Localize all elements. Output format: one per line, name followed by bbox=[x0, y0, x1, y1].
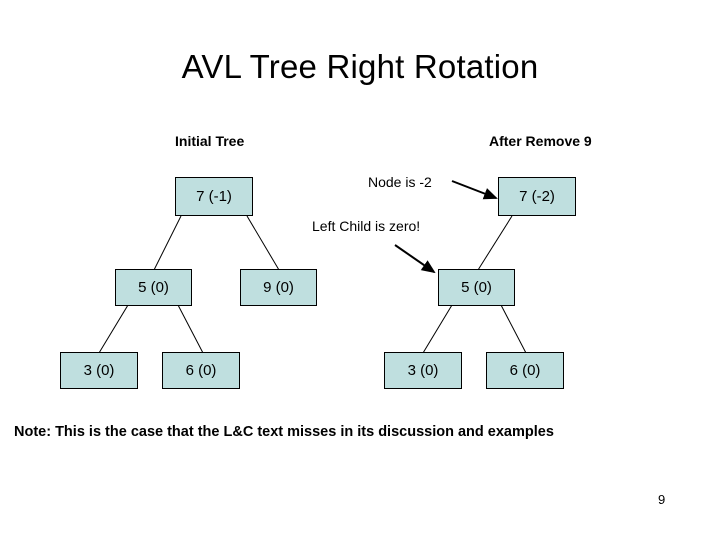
node-left-6[interactable]: 6 (0) bbox=[162, 352, 240, 389]
page-number: 9 bbox=[658, 492, 666, 507]
page-title: AVL Tree Right Rotation bbox=[181, 48, 539, 85]
column-header-after-remove: After Remove 9 bbox=[489, 133, 592, 149]
node-left-3[interactable]: 3 (0) bbox=[60, 352, 138, 389]
node-left-5[interactable]: 5 (0) bbox=[115, 269, 192, 306]
arrow-node-is-minus-2 bbox=[451, 180, 498, 200]
node-right-6[interactable]: 6 (0) bbox=[486, 352, 564, 389]
edge-right-7-to-5 bbox=[477, 215, 513, 271]
node-left-root-7[interactable]: 7 (-1) bbox=[175, 177, 253, 216]
edge-right-5-to-3 bbox=[422, 304, 453, 354]
node-right-root-7[interactable]: 7 (-2) bbox=[498, 177, 576, 216]
edge-left-7-to-5 bbox=[153, 215, 182, 271]
node-right-3[interactable]: 3 (0) bbox=[384, 352, 462, 389]
edge-left-7-to-9 bbox=[246, 215, 280, 271]
edge-left-5-to-6 bbox=[177, 304, 204, 354]
column-header-initial-tree: Initial Tree bbox=[175, 133, 245, 149]
right-tree-edges bbox=[422, 215, 527, 354]
footer-note: Note: This is the case that the L&C text… bbox=[14, 424, 554, 440]
left-tree-edges bbox=[98, 215, 280, 354]
arrow-left-child-is-zero bbox=[394, 244, 436, 274]
node-right-5[interactable]: 5 (0) bbox=[438, 269, 515, 306]
edge-left-5-to-3 bbox=[98, 304, 129, 354]
edge-right-5-to-6 bbox=[500, 304, 527, 354]
annotation-node-is-minus-2: Node is -2 bbox=[368, 174, 432, 190]
node-left-9[interactable]: 9 (0) bbox=[240, 269, 317, 306]
annotation-left-child-is-zero: Left Child is zero! bbox=[312, 218, 421, 234]
